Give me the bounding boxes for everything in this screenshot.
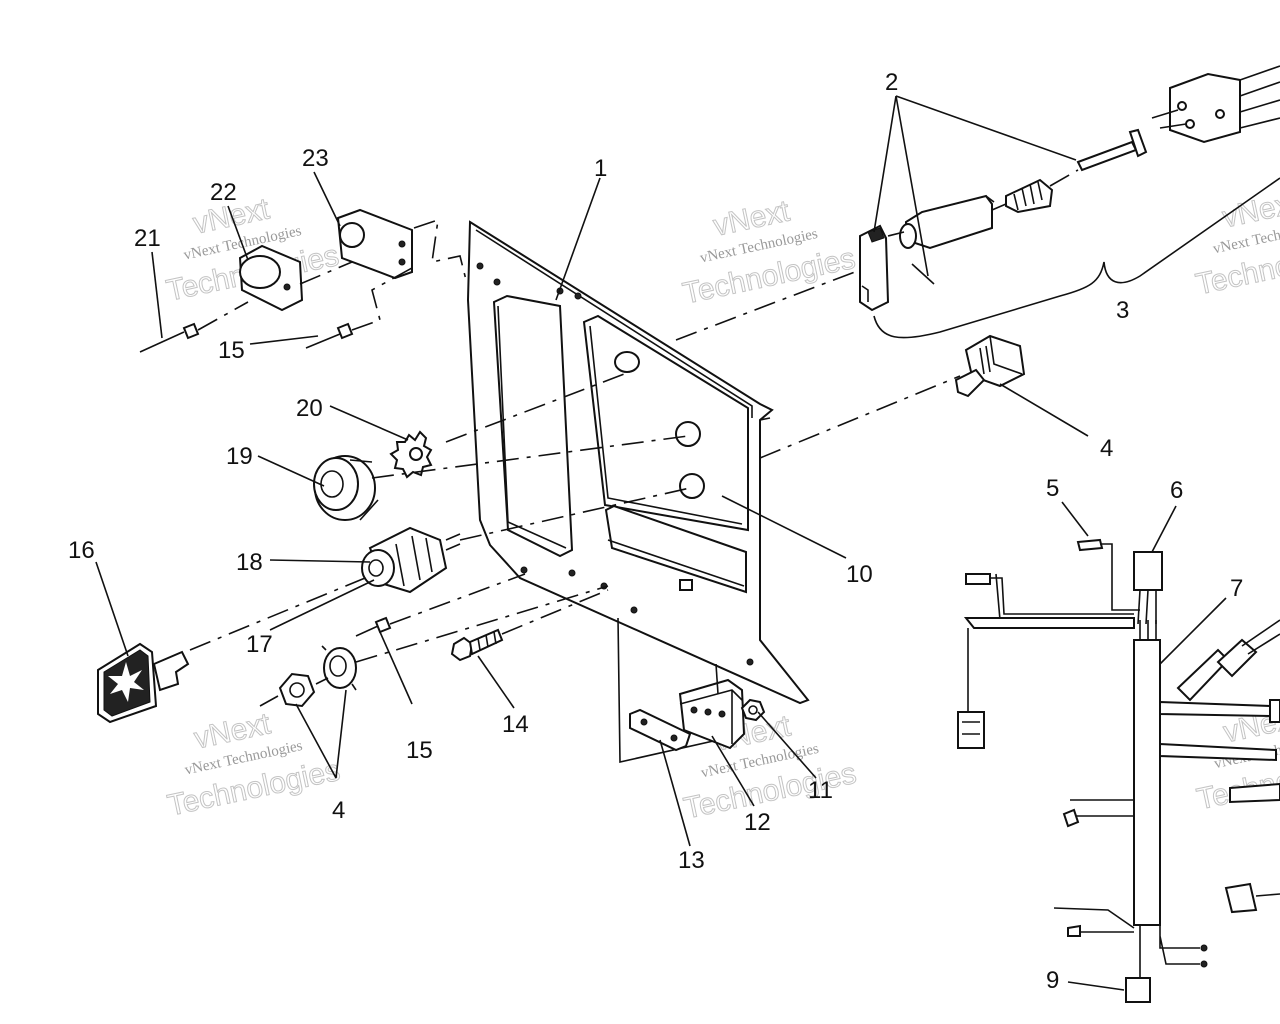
instrument-panel (466, 220, 810, 763)
callout-labels: 1 2 3 4 4 5 6 7 9 10 11 12 13 14 15 15 1… (68, 69, 1243, 994)
mount-hole (630, 606, 638, 614)
assembly-brace (873, 177, 1280, 339)
lock-nut (740, 698, 766, 722)
relay-bracket (629, 708, 692, 752)
wire-harness (957, 538, 1280, 1003)
mounting-bracket (336, 208, 413, 280)
callout-18: 18 (236, 549, 263, 576)
switch-pin-small (911, 263, 935, 285)
callout-10: 10 (846, 561, 873, 588)
callout-23: 23 (302, 145, 329, 172)
light-lens-plate (238, 244, 304, 312)
mount-hole (746, 658, 754, 666)
screw-15-upper (305, 322, 354, 349)
callout-9: 9 (1046, 967, 1059, 994)
callout-16: 16 (68, 537, 95, 564)
callout-2: 2 (885, 69, 898, 96)
switch-pin (1076, 128, 1148, 172)
relay-module (678, 663, 746, 750)
callout-11: 11 (808, 777, 833, 804)
callout-15-upper: 15 (218, 337, 245, 364)
mount-hole (568, 569, 576, 577)
mount-hole (520, 566, 528, 574)
callout-22: 22 (210, 179, 237, 206)
light-switch-body (899, 194, 995, 250)
toggle-washer (321, 645, 357, 691)
callout-15-lower: 15 (406, 737, 433, 764)
light-switch-lever (859, 224, 890, 312)
callout-3: 3 (1116, 297, 1129, 324)
callout-12: 12 (744, 809, 771, 836)
callout-19: 19 (226, 443, 253, 470)
panel-hole (675, 421, 701, 447)
switch-spring (1005, 178, 1054, 214)
ignition-switch (361, 526, 461, 594)
mount-hole (476, 262, 484, 270)
ignition-key (97, 642, 190, 724)
screw-21 (139, 322, 200, 353)
callout-6: 6 (1170, 477, 1183, 504)
watermark-large: vNext (1220, 186, 1280, 234)
toggle-nut (278, 672, 316, 708)
toggle-switch (954, 334, 1026, 398)
panel-slot (679, 579, 693, 591)
mount-hole (493, 278, 501, 286)
callout-1: 1 (594, 155, 607, 182)
callout-4-left: 4 (332, 797, 345, 824)
watermark-top-center: vNext vNext Technologies Technologies (679, 194, 858, 311)
callout-21: 21 (134, 225, 161, 252)
callout-20: 20 (296, 395, 323, 422)
callout-4-right: 4 (1100, 435, 1113, 462)
watermark-bottom-left: vNext vNext Technologies Technologies (164, 707, 343, 823)
hex-bolt (450, 628, 504, 662)
panel-hole (679, 473, 705, 499)
callout-14: 14 (502, 711, 529, 738)
callout-5: 5 (1046, 475, 1059, 502)
callout-17: 17 (246, 631, 273, 658)
mount-hole (574, 292, 582, 300)
callout-13: 13 (678, 847, 705, 874)
callout-7: 7 (1230, 575, 1243, 602)
hex-nut (313, 455, 379, 521)
panel-hole (614, 351, 640, 373)
screw-15-lower (355, 616, 392, 637)
harness-connector-top (1151, 65, 1280, 144)
leader-lines (95, 95, 1227, 991)
